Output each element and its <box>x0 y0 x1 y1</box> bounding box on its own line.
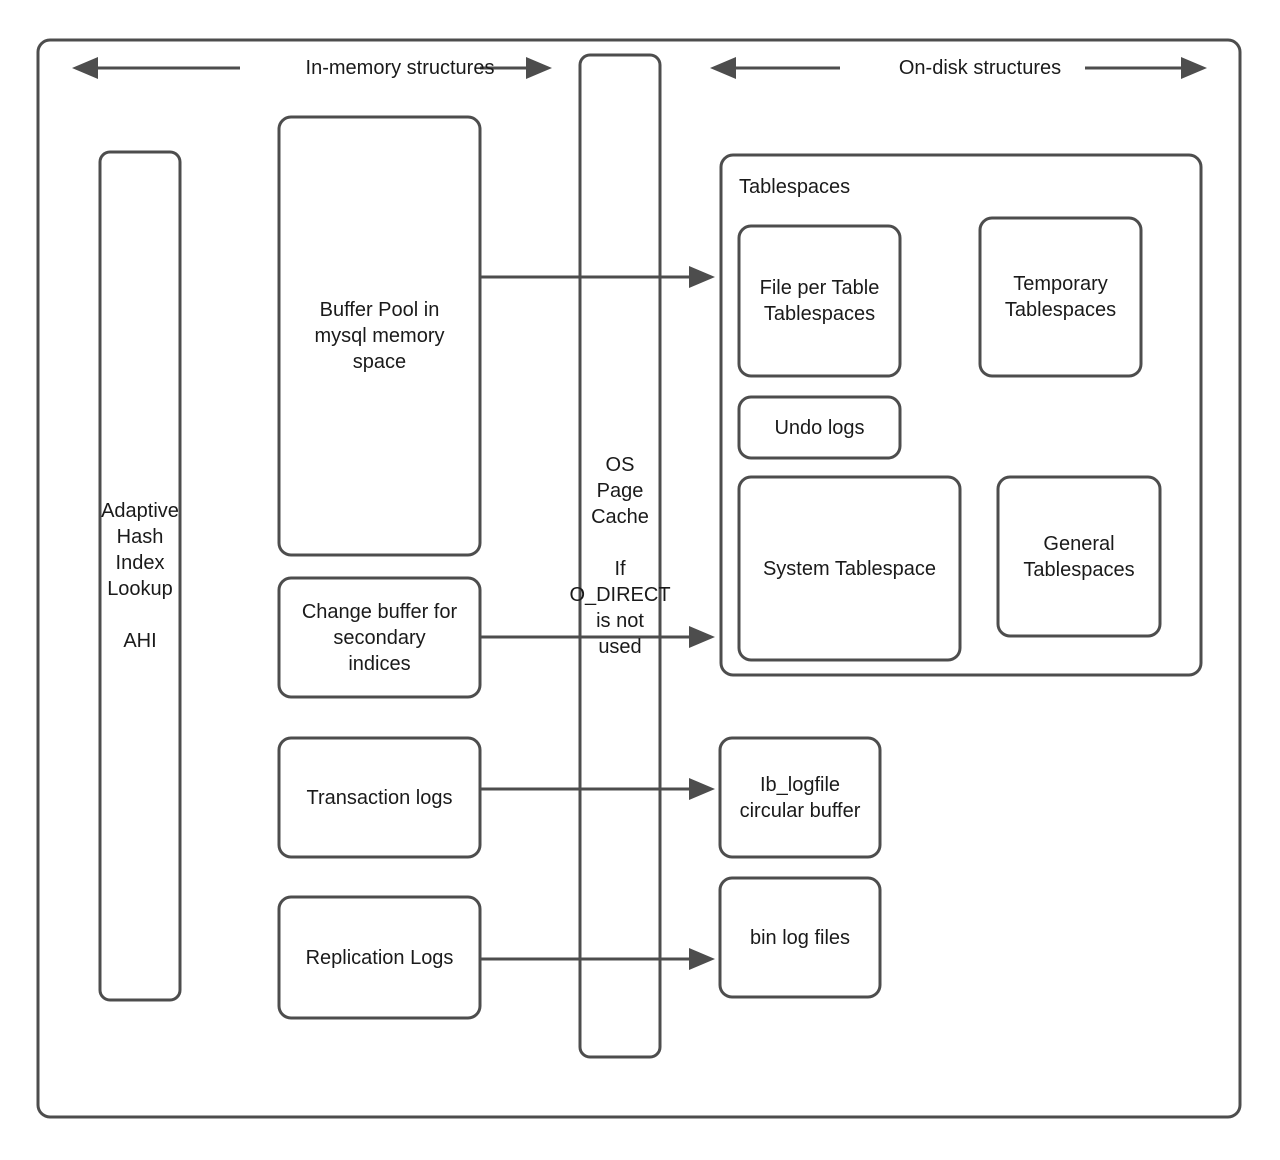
change-buffer-box[interactable] <box>277 576 482 699</box>
file-per-table-tablespaces-box[interactable] <box>737 224 902 378</box>
os-page-cache-box[interactable] <box>578 53 662 1059</box>
buffer-pool-box[interactable] <box>277 115 482 557</box>
replication-logs-box[interactable] <box>277 895 482 1020</box>
system-tablespace-box[interactable] <box>737 475 962 662</box>
undo-logs-box[interactable] <box>737 395 902 460</box>
ib-logfile-box[interactable] <box>718 736 882 859</box>
in-memory-arrow-left <box>72 57 240 79</box>
in-memory-arrow-right <box>480 57 552 79</box>
adaptive-hash-index-box[interactable] <box>98 150 182 1002</box>
on-disk-arrow-right <box>1085 57 1207 79</box>
on-disk-structures-label: On-disk structures <box>898 57 1062 79</box>
on-disk-arrow-left <box>710 57 840 79</box>
in-memory-structures-label: In-memory structures <box>305 57 495 79</box>
general-tablespaces-box[interactable] <box>996 475 1162 638</box>
temporary-tablespaces-box[interactable] <box>978 216 1143 378</box>
bin-log-files-box[interactable] <box>718 876 882 999</box>
transaction-logs-box[interactable] <box>277 736 482 859</box>
